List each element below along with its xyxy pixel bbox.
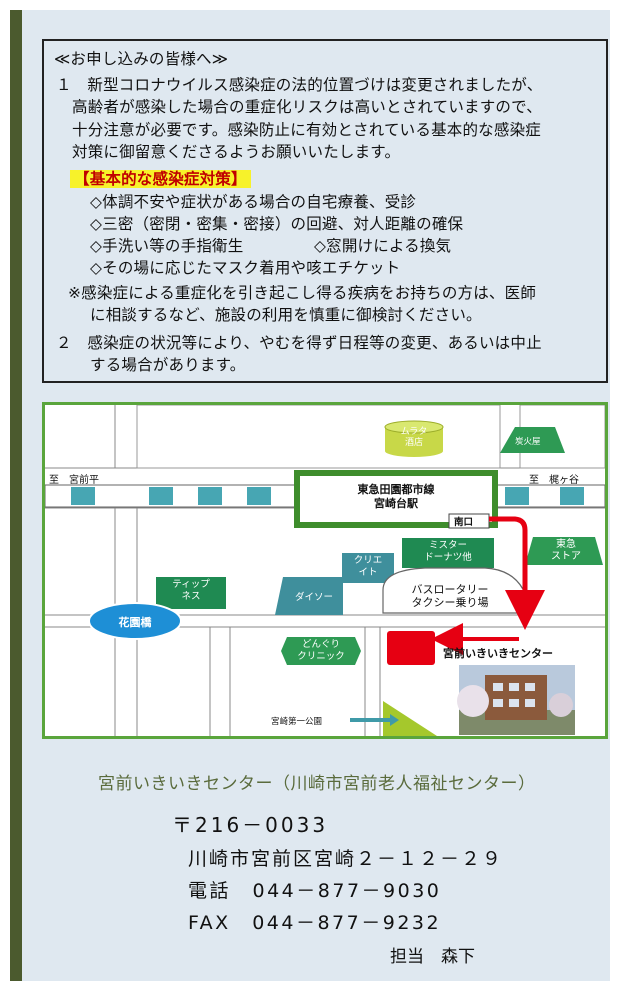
center-map-label: 宮前いきいきセンター [443,647,553,660]
park-label: 宮崎第一公園 [271,717,323,727]
murata-label: ムラタ 酒店 [400,427,428,448]
contact-person: 担当 森下 [390,947,475,967]
access-map: ムラタ 酒店 炭火屋 至 宮前平 至 梶ヶ谷 東急田園都市線 宮崎台駅 南口 東… [42,402,608,739]
measure-item: ◇三密（密閉・密集・密接）の回避、対人距離の確保 [90,215,464,233]
murata-shop [384,420,444,457]
map-drawing [45,405,605,736]
tokyu-store-label: 東急 ストア [551,539,581,562]
creite-shape [342,553,394,583]
tokyu-store-shape [525,537,603,565]
left-accent-bar [10,10,22,981]
measure-item: ◇窓開けによる換気 [314,237,452,255]
daiso-label: ダイソー [294,592,333,603]
item1-line: 十分注意が必要です。感染防止に有効とされている基本的な感染症 [72,121,541,139]
tipness-label: ティップ ネス [172,579,210,602]
donguri-shape [281,637,361,665]
item1-line: 高齢者が感染した場合の重症化リスクは高いとされていますので、 [72,98,542,116]
hanazonobashi-shape [88,602,182,640]
item2-line: する場合があります。 [90,356,246,374]
donguri-label: どんぐり クリニック [297,639,345,662]
notice-box: ≪お申し込みの皆様へ≫ １ 新型コロナウイルス感染症の法的位置づけは変更されまし… [42,39,608,383]
center-red-box [387,631,435,665]
postal-code: 〒216－0033 [172,813,329,837]
item1-line: １ 新型コロナウイルス感染症の法的位置づけは変更されましたが、 [56,76,543,94]
daiso-shape [275,577,343,615]
street-address: 川崎市宮前区宮崎２－１２－２９ [188,848,504,870]
mister-donut-label: ミスター ドーナツ他 [424,540,472,563]
note-line: ※感染症による重症化を引き起こし得る疾病をお持ちの方は、医師 [68,284,537,302]
fax-number: FAX 044－877－9232 [188,912,442,934]
measure-item: ◇手洗い等の手指衛生 [90,237,244,255]
building-photo [457,665,575,735]
note-line: に相談するなど、施設の利用を慎重に御検討ください。 [90,306,482,324]
to-kajigaya-label: 至 梶ヶ谷 [529,475,579,486]
south-exit-label: 南口 [454,517,474,528]
yakitori-label: 炭火屋 [515,437,541,447]
measure-item: ◇体調不安や症状がある場合の自宅療養、受診 [90,193,417,211]
tipness-shape [156,577,226,609]
org-name: 宮前いきいきセンター（川崎市宮前老人福祉センター） [98,774,536,794]
measure-item: ◇その場に応じたマスク着用や咳エチケット [90,259,401,277]
park-shape [383,701,437,736]
measures-title: 【基本的な感染症対策】 [70,170,251,188]
notice-heading: ≪お申し込みの皆様へ≫ [54,50,229,68]
phone-number: 電話 044－877－9030 [188,880,442,902]
item1-line: 対策に御留意くださるようお願いいたします。 [72,143,401,161]
yakitori-shape [500,427,565,453]
station-label: 東急田園都市線 宮崎台駅 [357,483,435,510]
to-miyamaedaira-label: 至 宮前平 [49,475,99,486]
item2-line: ２ 感染症の状況等により、やむを得ず日程等の変更、あるいは中止 [56,334,542,352]
route-arrow-down [489,516,545,630]
hanazonobashi-label: 花園橋 [118,616,152,629]
mister-donut-shape [402,538,494,568]
bus-rotary-label: バスロータリー タクシー乗り場 [411,583,489,609]
creite-label: クリエ イト [353,555,383,578]
